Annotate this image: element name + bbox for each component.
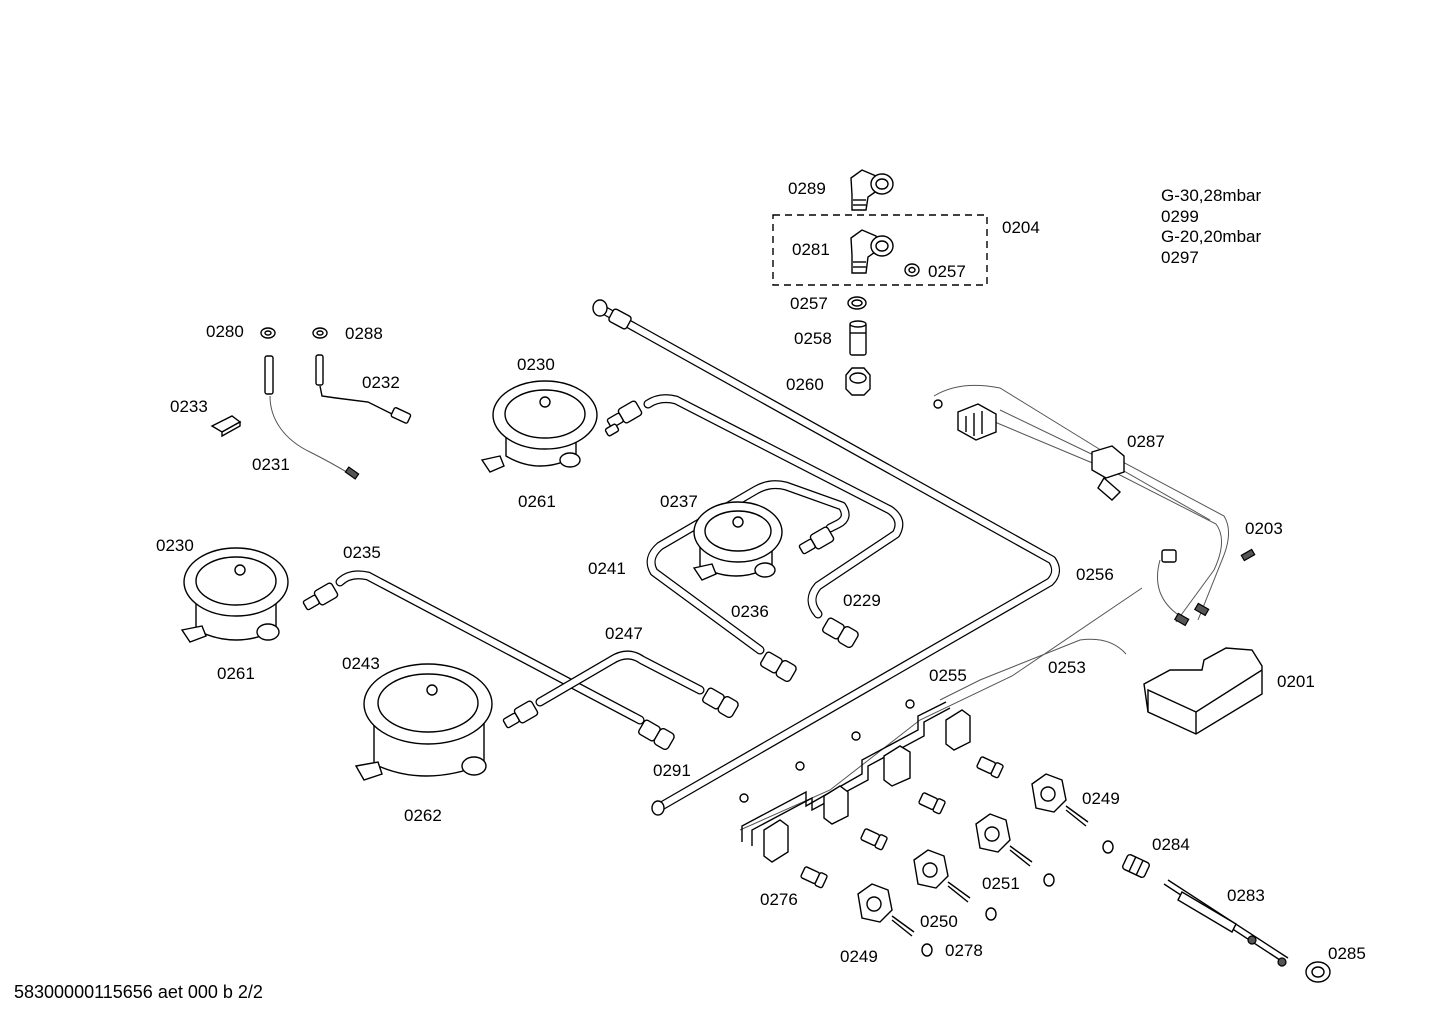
rod-0283: [1163, 879, 1289, 967]
burner-0230-left: [180, 547, 289, 643]
part-label-0253: 0253: [1048, 658, 1086, 677]
clip-0233: [210, 415, 242, 438]
tube-fittings: [302, 400, 859, 751]
nipple-0258: [849, 320, 867, 356]
part-label-0289: 0289: [788, 179, 826, 198]
part-label-0260: 0260: [786, 375, 824, 394]
part-label-0287: 0287: [1127, 432, 1165, 451]
elbow-fitting-0289: [850, 169, 894, 211]
manifold-end-fitting: [592, 299, 665, 816]
part-label-0288: 0288: [345, 324, 383, 343]
part-label-0257: 0257: [790, 294, 828, 313]
kit-outline-0204: [772, 214, 988, 286]
gas-info-line-1: G-30,28mbar: [1161, 186, 1262, 205]
burner-0237-center: [692, 501, 783, 581]
thermocouple-0232: [315, 354, 412, 424]
part-label-0230-upper: 0230: [517, 355, 555, 374]
part-label-0241: 0241: [588, 559, 626, 578]
elbow-fitting-0281: [850, 229, 894, 274]
part-label-0243: 0243: [342, 654, 380, 673]
part-label-0251: 0251: [982, 874, 1020, 893]
wiring-harness-0287: [739, 384, 1256, 831]
gas-info: G-30,28mbar 0299 G-20,20mbar 0297: [1161, 186, 1261, 268]
ignition-module-0201: [1143, 647, 1263, 735]
gas-taps-0249-0250-0251: [857, 773, 1089, 937]
part-label-0204: 0204: [1002, 218, 1040, 237]
burner-0230-upper: [480, 380, 598, 473]
nut-0285: [1305, 961, 1331, 983]
part-label-0230-left: 0230: [156, 536, 194, 555]
part-label-0261-left: 0261: [217, 664, 255, 683]
washers-0280-0288: [260, 327, 328, 339]
part-label-0278: 0278: [945, 941, 983, 960]
part-label-0262: 0262: [404, 806, 442, 825]
gas-info-line-4: 0297: [1161, 247, 1199, 267]
part-label-0257-kit: 0257: [928, 262, 966, 281]
valve-brackets: [763, 709, 971, 863]
part-label-0258: 0258: [794, 329, 832, 348]
part-label-0256: 0256: [1076, 565, 1114, 584]
injectors-0276: [800, 756, 1004, 889]
part-label-0285: 0285: [1328, 944, 1366, 963]
part-label-0249-lower: 0249: [840, 947, 878, 966]
part-label-0233: 0233: [170, 397, 208, 416]
part-label-0237: 0237: [660, 492, 698, 511]
burner-0243-large: [354, 663, 493, 781]
mounting-rail-0255: [739, 699, 951, 846]
part-label-0255: 0255: [929, 666, 967, 685]
part-label-0203: 0203: [1245, 519, 1283, 538]
part-label-0249-upper: 0249: [1082, 789, 1120, 808]
part-label-0276: 0276: [760, 890, 798, 909]
seal-ring-0257: [847, 263, 920, 310]
document-footer: 58300000115656 aet 000 b 2/2: [14, 982, 263, 1002]
part-label-0284: 0284: [1152, 835, 1190, 854]
part-label-0231: 0231: [252, 455, 290, 474]
nut-0260: [845, 367, 871, 396]
part-label-0236: 0236: [731, 602, 769, 621]
part-label-0291: 0291: [653, 761, 691, 780]
gas-info-line-2: 0299: [1161, 206, 1199, 226]
coupling-0284: [1122, 853, 1150, 879]
part-label-0281: 0281: [792, 240, 830, 259]
part-label-0280: 0280: [206, 322, 244, 341]
part-label-0229: 0229: [843, 591, 881, 610]
part-label-0235: 0235: [343, 543, 381, 562]
part-label-0250: 0250: [920, 912, 958, 931]
part-label-0261-upper: 0261: [518, 492, 556, 511]
ignition-electrode-0231: [264, 355, 360, 480]
rings-0278: [921, 840, 1114, 957]
part-label-0232: 0232: [362, 373, 400, 392]
part-label-0283: 0283: [1227, 886, 1265, 905]
gas-info-line-3: G-20,20mbar: [1161, 227, 1262, 246]
part-label-0247: 0247: [605, 624, 643, 643]
part-label-0201: 0201: [1277, 672, 1315, 691]
